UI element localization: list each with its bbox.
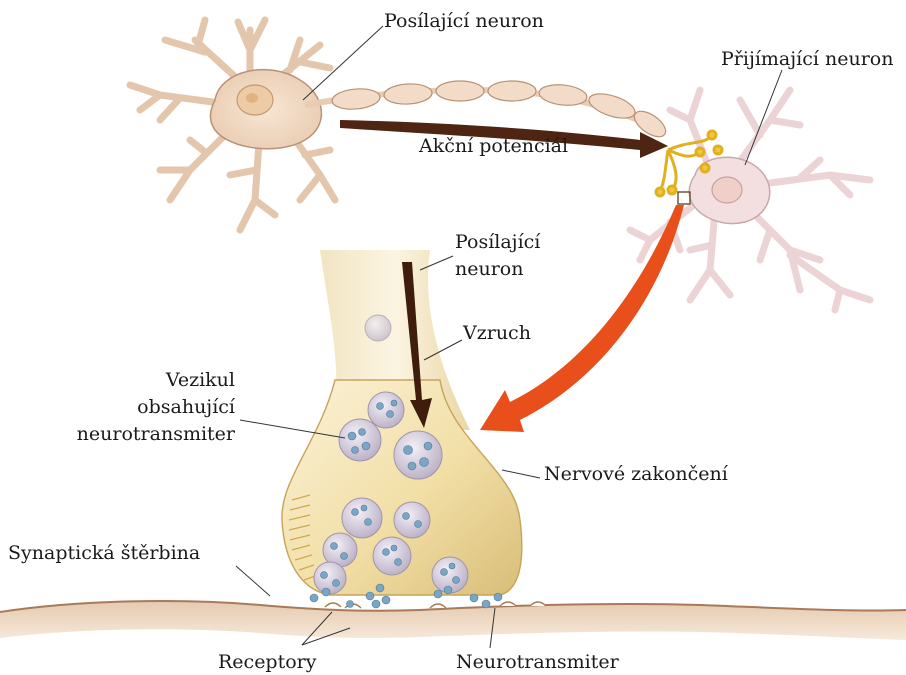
sending-neuron [130,20,335,230]
vesicle [342,498,382,538]
vesicle [314,562,346,594]
receiving-neuron-nucleus [712,177,742,203]
label-action-potential: Akční potenciál [419,134,568,158]
label-vesicle-line2: obsahující [90,395,235,419]
sending-neuron-nucleolus [246,93,258,103]
myelin-segment [331,87,381,111]
vesicle [394,431,442,479]
label-sending-neuron-line1: Posílající [455,230,540,254]
label-sending-neuron-line2: neuron [455,257,523,281]
vesicle [373,537,411,575]
myelin-segment [630,106,670,141]
label-impulse: Vzruch [463,321,531,345]
receiving-neuron [630,90,870,310]
vesicle [368,392,404,428]
label-synaptic-cleft: Synaptická štěrbina [8,541,200,565]
vesicle [365,315,391,341]
leader-nerve-ending [502,470,540,478]
leader-synaptic-cleft [236,566,270,596]
label-neurotransmitter: Neurotransmiter [456,650,619,674]
myelin-segment [488,81,536,101]
myelin-segment [538,83,588,108]
label-nerve-ending: Nervové zakončení [544,462,728,486]
label-receptors: Receptory [218,650,317,674]
myelin-segment [384,83,433,105]
vesicle [394,502,430,538]
myelin-segment [436,81,484,101]
zoom-box [678,192,690,204]
label-sending-neuron: Posílající neuron [384,9,544,33]
myelin-segment [586,89,638,123]
label-vesicle-line1: Vezikul [90,368,235,392]
label-vesicle-line3: neurotransmiter [60,422,235,446]
postsynaptic-membrane [0,601,906,640]
vesicle [339,419,381,461]
label-receiving-neuron: Přijímající neuron [721,47,893,71]
